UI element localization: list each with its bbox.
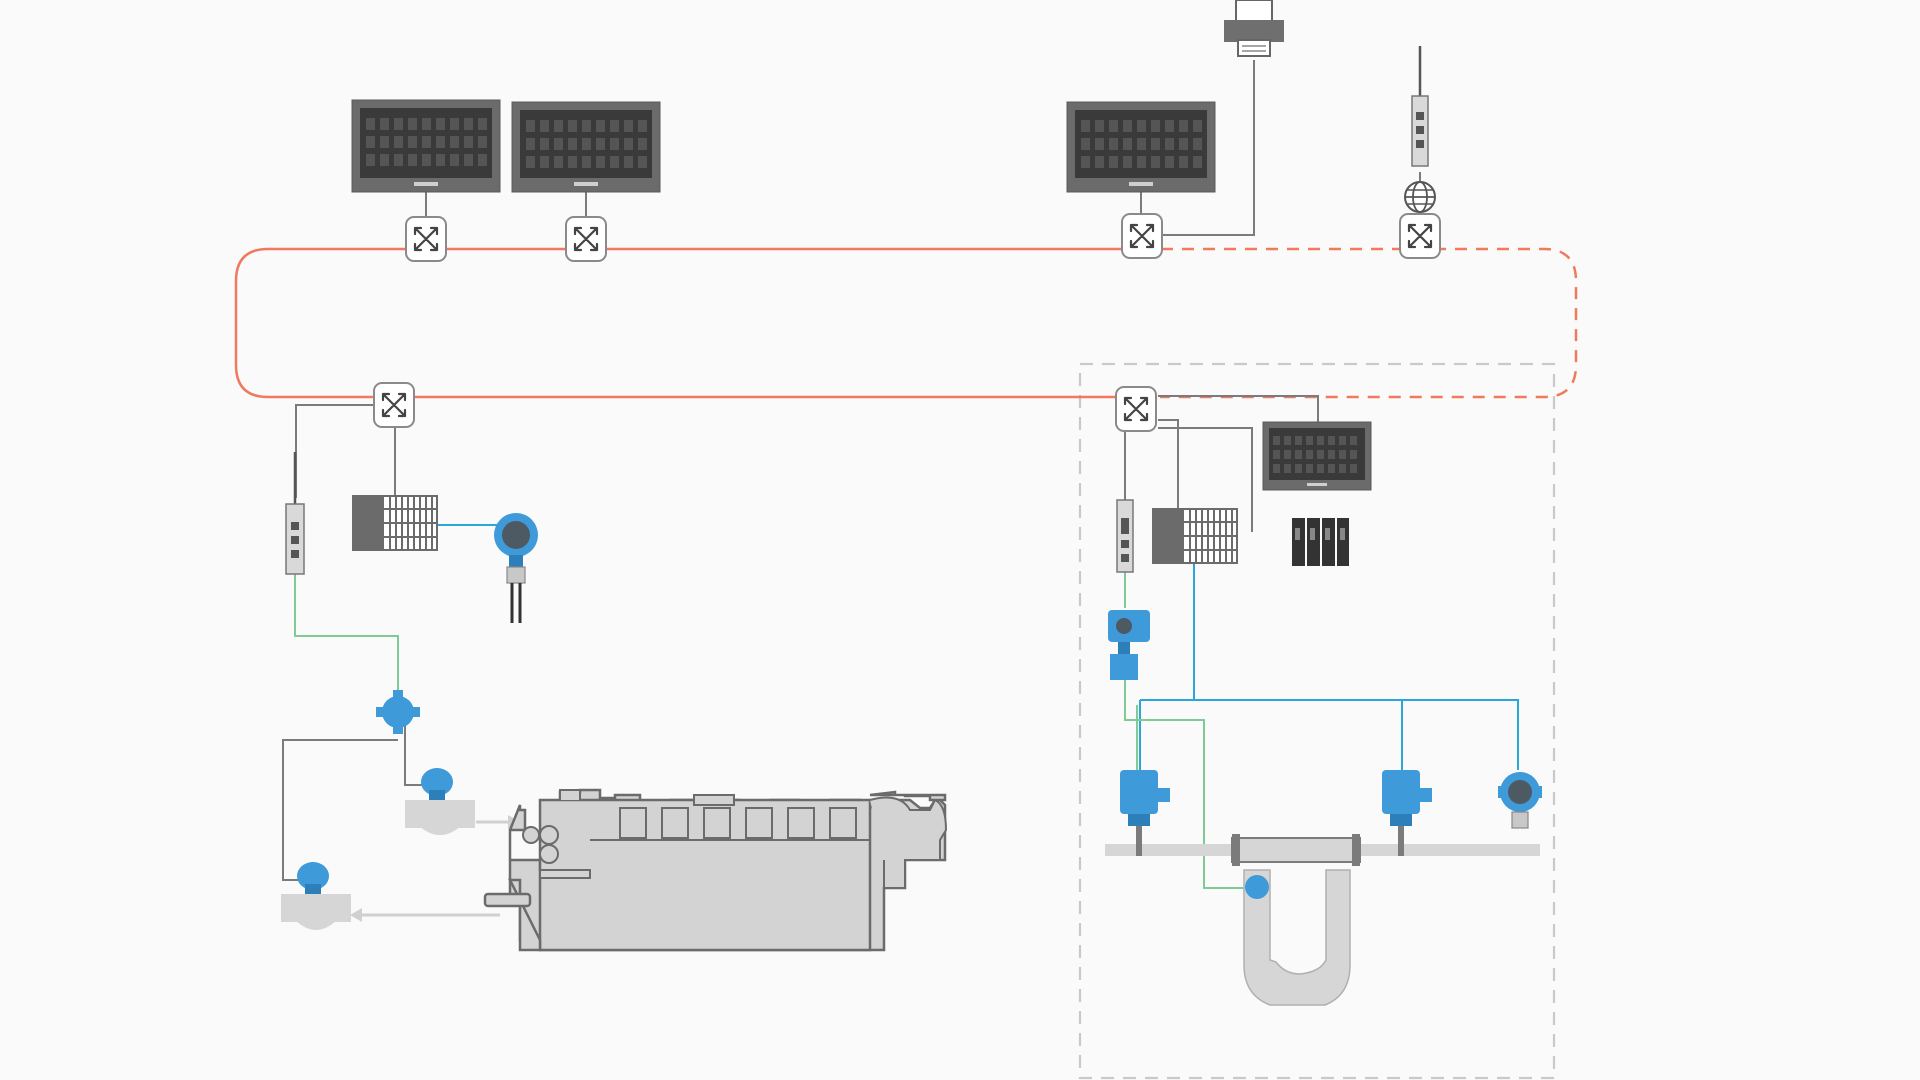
io-rack-icon[interactable] (1152, 508, 1238, 564)
coriolis-meter-icon[interactable] (1231, 834, 1361, 1006)
fieldbus-links (437, 524, 1519, 775)
junction-adapter-icon[interactable] (376, 690, 420, 734)
printer-icon[interactable] (1224, 0, 1284, 57)
network-switch-6[interactable] (1114, 385, 1158, 433)
flowmeter-icon[interactable] (405, 768, 475, 835)
network-switch-1[interactable] (404, 215, 448, 263)
wireless-links (294, 572, 1254, 889)
antenna-gateway-icon[interactable] (285, 452, 305, 575)
transmitter-icon[interactable] (1498, 772, 1542, 829)
transmitter-icon[interactable] (494, 513, 538, 623)
network-switch-3[interactable] (1120, 212, 1164, 260)
monitor-icon[interactable] (1066, 101, 1216, 193)
ethernet-ring-redundant (1140, 247, 1578, 399)
network-switch-4[interactable] (1398, 212, 1442, 260)
network-switch-2[interactable] (564, 215, 608, 263)
transmitter-icon[interactable] (1382, 770, 1432, 856)
controller-modules-icon[interactable] (1292, 518, 1349, 566)
globe-icon (1404, 181, 1436, 213)
flowmeter-icon[interactable] (281, 862, 351, 930)
antenna-gateway-icon[interactable] (1411, 46, 1429, 167)
monitor-icon[interactable] (511, 101, 661, 193)
engine-icon (483, 788, 948, 952)
transmitter-icon[interactable] (1108, 610, 1150, 680)
network-switch-5[interactable] (372, 381, 416, 429)
monitor-icon[interactable] (351, 99, 501, 193)
transmitter-icon[interactable] (1120, 770, 1170, 856)
io-rack-icon[interactable] (352, 495, 438, 551)
fuel-return-arrowhead (350, 908, 362, 922)
monitor-icon[interactable] (1262, 421, 1372, 491)
ethernet-ring-solid (234, 247, 1140, 399)
antenna-gateway-icon[interactable] (1116, 499, 1134, 573)
